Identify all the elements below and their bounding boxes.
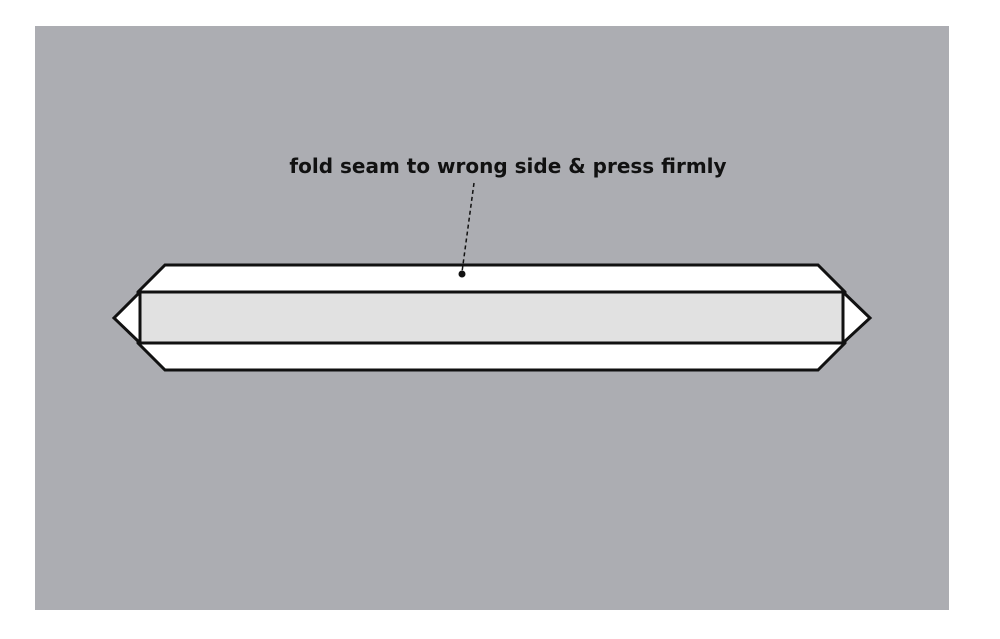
seam-allowance-band xyxy=(138,290,845,345)
right-point-triangle xyxy=(841,288,873,347)
left-point-triangle xyxy=(111,288,142,347)
annotation-leader-line xyxy=(461,182,475,273)
annotation-label: fold seam to wrong side & press firmly xyxy=(289,154,726,178)
annotation-leader-dot xyxy=(458,270,466,278)
